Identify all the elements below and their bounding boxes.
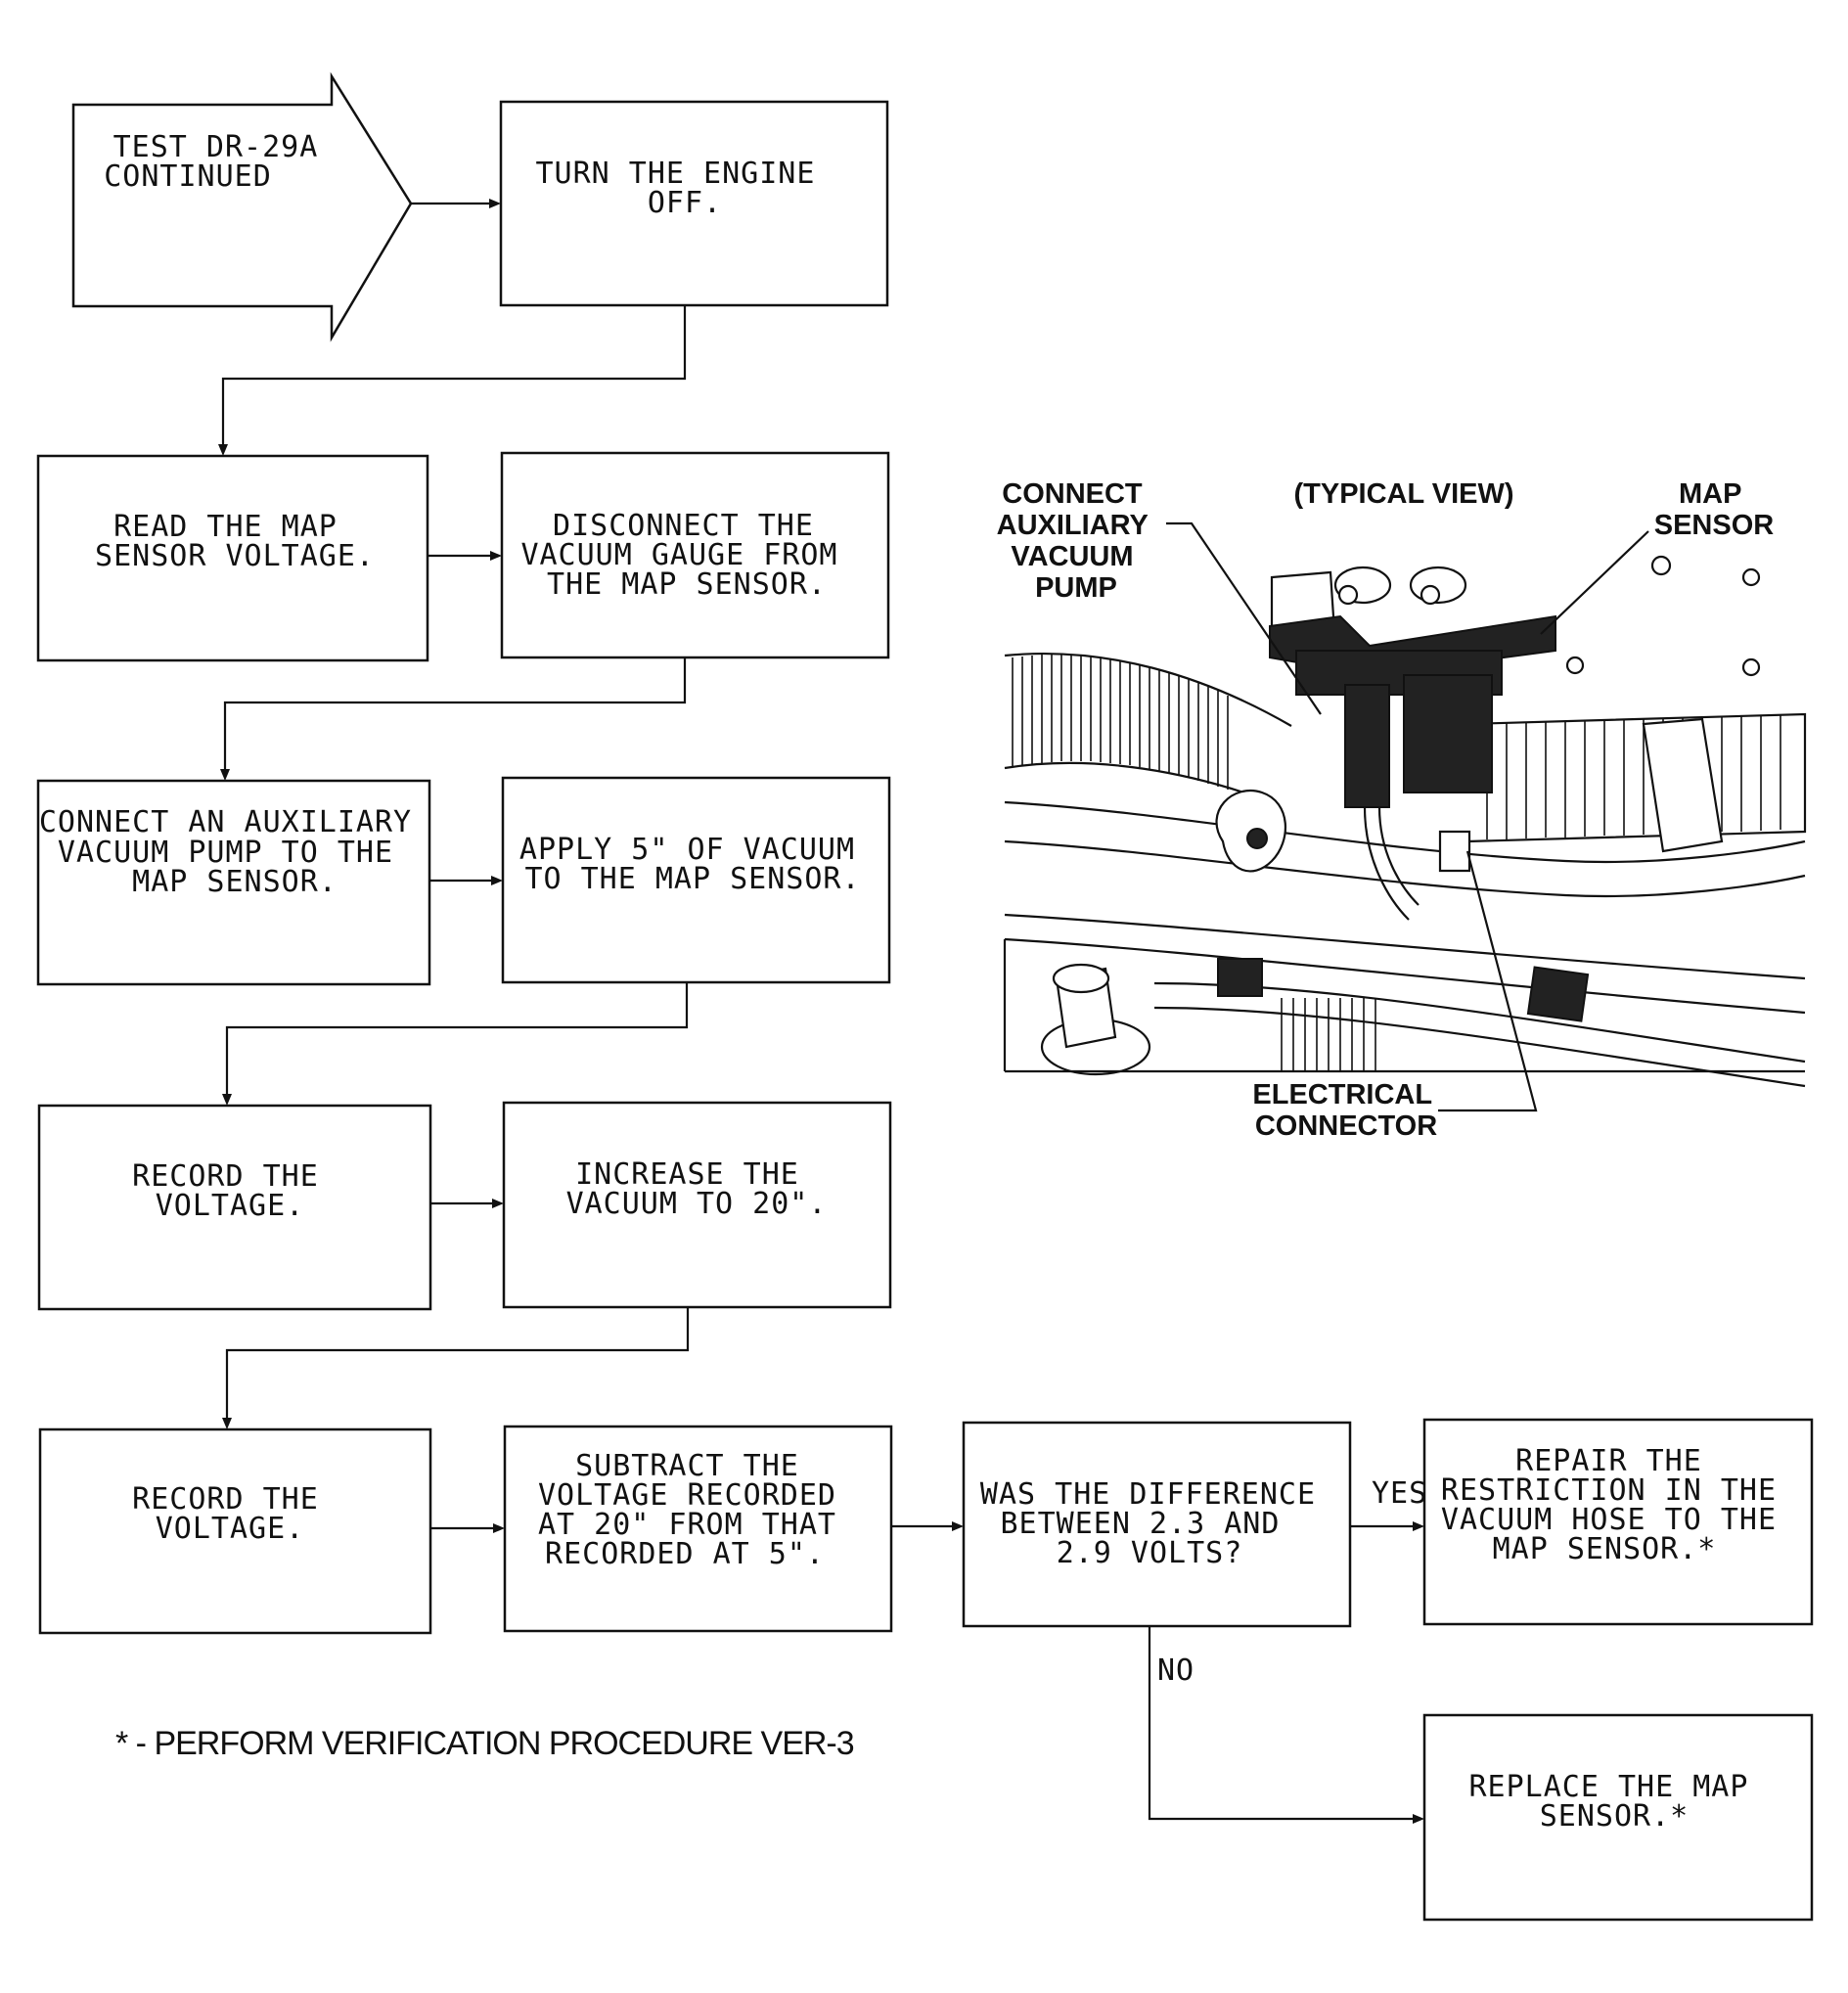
- step-repair-restriction: REPAIR THE RESTRICTION IN THE VACUUM HOS…: [1422, 1418, 1814, 1626]
- yes-label: YES: [1372, 1476, 1427, 1511]
- start-arrow: TEST DR-29A CONTINUED: [71, 71, 413, 342]
- no-label: NO: [1157, 1653, 1194, 1688]
- map-sensor-illustration: (TYPICAL VIEW) CONNECT AUXILIARY VACUUM …: [997, 478, 1807, 1142]
- label-electrical-connector: ELECTRICAL CONNECTOR: [1252, 1079, 1439, 1142]
- step-connect-pump: CONNECT AN AUXILIARY VACUUM PUMP TO THE …: [36, 779, 431, 986]
- svg-text:APPLY 5" OF VACUUM TO TH: APPLY 5" OF VACUUM TO THE MAP SENSOR.: [519, 833, 874, 896]
- step-replace-map-sensor: REPLACE THE MAP SENSOR.*: [1422, 1713, 1814, 1922]
- leader-map-sensor: [1540, 530, 1649, 635]
- step-read-map-voltage: READ THE MAP SENSOR VOLTAGE.: [36, 454, 429, 662]
- step-increase-vacuum: INCREASE THE VACUUM TO 20".: [502, 1101, 892, 1309]
- svg-text:SUBTRACT THE VOLTAGE REC: SUBTRACT THE VOLTAGE RECORDED AT 20" FRO…: [538, 1449, 855, 1571]
- step-record-voltage-2: RECORD THE VOLTAGE.: [38, 1427, 432, 1635]
- mount-holes: [1565, 555, 1761, 677]
- step-disconnect-gauge: DISCONNECT THE VACUUM GAUGE FROM THE MAP…: [500, 451, 890, 659]
- label-connect-auxiliary-pump: CONNECT AUXILIARY VACUUM PUMP: [997, 478, 1156, 604]
- flow-connectors: [218, 199, 1424, 1824]
- svg-text:REPAIR THE RESTRICTION I: REPAIR THE RESTRICTION IN THE VACUUM HOS…: [1441, 1444, 1795, 1566]
- hose-ribs: [1012, 655, 1229, 790]
- label-typical-view: (TYPICAL VIEW): [1293, 478, 1513, 510]
- svg-text:READ THE MAP SENSOR VOLT: READ THE MAP SENSOR VOLTAGE.: [95, 510, 375, 573]
- svg-text:DISCONNECT THE VACUUM GA: DISCONNECT THE VACUUM GAUGE FROM THE MAP…: [520, 509, 856, 602]
- label-map-sensor: MAP SENSOR: [1654, 478, 1775, 541]
- svg-text:WAS THE DIFFERENCE BETWE: WAS THE DIFFERENCE BETWEEN 2.3 AND 2.9 V…: [980, 1477, 1334, 1570]
- verification-footnote: * - PERFORM VERIFICATION PROCEDURE VER-3: [115, 1725, 854, 1762]
- step-record-voltage-1: RECORD THE VOLTAGE.: [37, 1104, 432, 1311]
- svg-text:INCREASE THE VACUUM TO 2: INCREASE THE VACUUM TO 20".: [566, 1157, 828, 1221]
- svg-text:RECORD THE VOLTAGE.: RECORD THE VOLTAGE.: [132, 1159, 338, 1223]
- decision-voltage-difference: WAS THE DIFFERENCE BETWEEN 2.3 AND 2.9 V…: [962, 1421, 1352, 1628]
- leader-connect-pump: [1166, 521, 1322, 715]
- step-subtract-voltage: SUBTRACT THE VOLTAGE RECORDED AT 20" FRO…: [503, 1425, 893, 1633]
- start-text: TEST DR-29A CONTINUED: [104, 130, 337, 194]
- map-sensor-body: [1215, 566, 1556, 921]
- step-turn-engine-off: TURN THE ENGINE OFF.: [499, 100, 889, 307]
- svg-text:REPLACE THE MAP SENSOR.*: REPLACE THE MAP SENSOR.*: [1469, 1770, 1768, 1834]
- svg-text:TURN THE ENGINE OFF.: TURN THE ENGINE OFF.: [536, 157, 834, 220]
- leader-electrical-connector: [1438, 850, 1538, 1112]
- svg-text:CONNECT AN AUXILIARY VAC: CONNECT AN AUXILIARY VACUUM PUMP TO THE …: [39, 805, 430, 899]
- step-apply-vacuum: APPLY 5" OF VACUUM TO THE MAP SENSOR.: [501, 776, 891, 984]
- svg-text:RECORD THE VOLTAGE.: RECORD THE VOLTAGE.: [132, 1482, 338, 1546]
